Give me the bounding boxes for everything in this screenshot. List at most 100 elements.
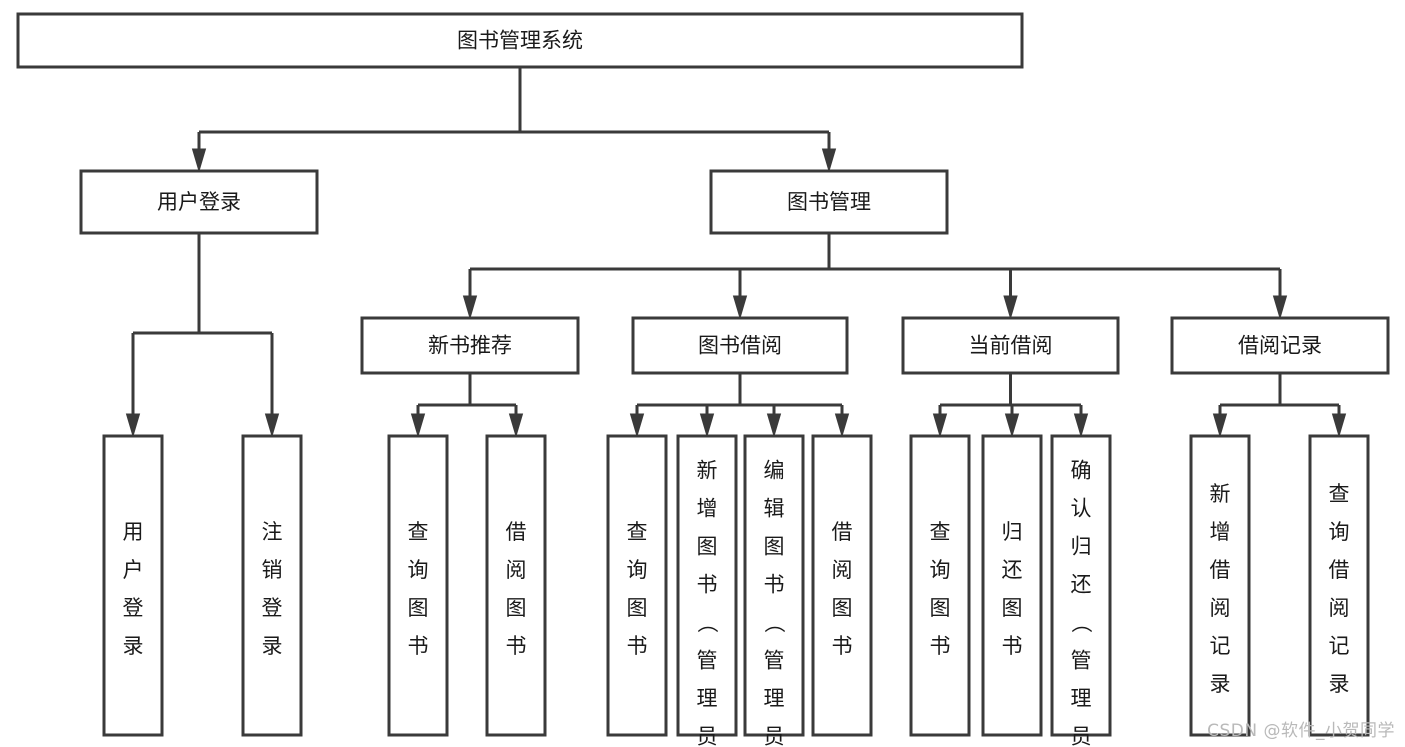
svg-text:用: 用 (123, 520, 144, 544)
svg-text:书: 书 (832, 634, 853, 658)
node-login[interactable]: 用户登录 (79, 169, 319, 235)
node-label: 当前借阅 (969, 334, 1053, 358)
csdn-watermark: CSDN @软件_小贺同学 (1207, 721, 1395, 741)
svg-text:增: 增 (1210, 520, 1231, 544)
node-bookmgmt[interactable]: 图书管理 (709, 169, 949, 235)
svg-text:管: 管 (697, 649, 718, 673)
node-newbook[interactable]: 新书推荐 (360, 316, 580, 375)
svg-text:书: 书 (764, 573, 785, 597)
edges-layer (125, 67, 1347, 438)
nodes-layer: 图书管理系统用户登录图书管理新书推荐图书借阅当前借阅借阅记录用户登录注销登录查询… (16, 12, 1390, 747)
node-box (1050, 434, 1112, 737)
svg-text:（: （ (695, 612, 719, 633)
svg-text:阅: 阅 (832, 558, 853, 582)
svg-text:书: 书 (930, 634, 951, 658)
node-box (631, 316, 849, 375)
arrow-head-icon (699, 413, 715, 438)
node-leaf-user-login[interactable]: 用户登录 (102, 434, 164, 737)
edge-group-login (125, 233, 280, 438)
svg-text:理: 理 (697, 687, 718, 711)
svg-text:还: 还 (1071, 573, 1092, 597)
node-label: 图书管理系统 (457, 29, 583, 53)
svg-text:销: 销 (262, 558, 283, 582)
node-box (606, 434, 668, 737)
node-box (981, 434, 1043, 737)
arrow-head-icon (834, 413, 850, 438)
svg-text:询: 询 (408, 558, 429, 582)
node-current[interactable]: 当前借阅 (901, 316, 1120, 375)
svg-text:借: 借 (832, 520, 853, 544)
svg-text:查: 查 (408, 520, 429, 544)
arrow-head-icon (508, 413, 524, 438)
node-box (1308, 434, 1370, 737)
svg-text:户: 户 (123, 558, 144, 582)
svg-text:书: 书 (697, 573, 718, 597)
svg-text:还: 还 (1002, 558, 1023, 582)
svg-text:记: 记 (1210, 634, 1231, 658)
arrow-head-icon (264, 413, 280, 438)
svg-text:借: 借 (1329, 558, 1350, 582)
arrow-head-icon (1272, 295, 1288, 320)
edge-group-current (932, 373, 1089, 438)
svg-text:认: 认 (1071, 497, 1092, 521)
edge-group-bookmgmt (462, 233, 1288, 320)
svg-text:登: 登 (262, 596, 283, 620)
node-label: 借阅记录 (1238, 334, 1322, 358)
svg-text:新: 新 (697, 459, 718, 483)
node-record[interactable]: 借阅记录 (1170, 316, 1390, 375)
edge-group-borrow (629, 373, 850, 438)
svg-text:理: 理 (1071, 687, 1092, 711)
svg-text:阅: 阅 (1210, 596, 1231, 620)
svg-text:记: 记 (1329, 634, 1350, 658)
arrow-head-icon (1004, 413, 1020, 438)
node-label: 新书推荐 (428, 334, 512, 358)
arrow-head-icon (191, 148, 207, 173)
arrow-head-icon (410, 413, 426, 438)
svg-text:图: 图 (506, 596, 527, 620)
node-borrow[interactable]: 图书借阅 (631, 316, 849, 375)
edge-group-record (1212, 373, 1347, 438)
arrow-head-icon (629, 413, 645, 438)
node-label: 图书管理 (787, 190, 871, 214)
node-box (102, 434, 164, 737)
svg-text:归: 归 (1071, 535, 1092, 559)
node-box (676, 434, 738, 737)
arrow-head-icon (462, 295, 478, 320)
svg-text:询: 询 (930, 558, 951, 582)
svg-text:询: 询 (1329, 520, 1350, 544)
node-root[interactable]: 图书管理系统 (16, 12, 1024, 69)
svg-text:辑: 辑 (764, 497, 785, 521)
arrow-head-icon (821, 148, 837, 173)
svg-text:（: （ (762, 612, 786, 633)
svg-text:图: 图 (627, 596, 648, 620)
node-box (743, 434, 805, 737)
node-box (241, 434, 303, 737)
arrow-head-icon (1073, 413, 1089, 438)
node-box (709, 169, 949, 235)
svg-text:借: 借 (1210, 558, 1231, 582)
svg-text:员: 员 (764, 725, 785, 747)
node-label: 用户登录 (157, 190, 241, 214)
